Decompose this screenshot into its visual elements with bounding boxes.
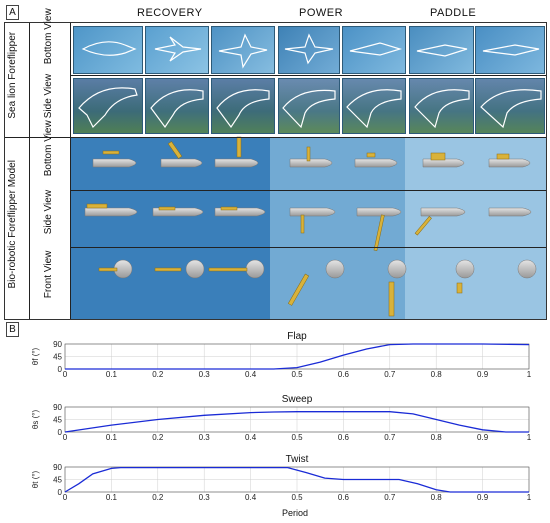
sealion-side-photo-6 bbox=[409, 78, 474, 134]
sealion-side-photo-5 bbox=[342, 78, 406, 134]
panel-a-label: A bbox=[6, 5, 19, 20]
column-title-paddle: PADDLE bbox=[430, 7, 477, 19]
y-tick-label: 90 bbox=[53, 403, 62, 412]
row-divider bbox=[70, 75, 546, 76]
sealion-side-photo-7 bbox=[475, 78, 545, 134]
robotic-models bbox=[84, 136, 537, 317]
x-tick-label: 0.1 bbox=[106, 370, 118, 379]
plot-frame bbox=[64, 406, 530, 433]
plot-frame bbox=[64, 466, 530, 493]
series-line bbox=[65, 343, 530, 370]
y-tick-label: 0 bbox=[58, 365, 63, 374]
column-divider bbox=[29, 23, 30, 319]
y-tick-label: 90 bbox=[53, 340, 62, 349]
x-tick-label: 0.5 bbox=[291, 370, 303, 379]
x-tick-label: 0.6 bbox=[338, 493, 350, 502]
chart-title: Sweep bbox=[282, 394, 313, 405]
y-tick-label: 45 bbox=[53, 476, 62, 485]
row-divider bbox=[70, 190, 546, 191]
column-title-recovery: RECOVERY bbox=[137, 7, 203, 19]
x-tick-label: 0.7 bbox=[384, 493, 396, 502]
x-tick-label: 1 bbox=[527, 493, 532, 502]
plot-frame bbox=[64, 343, 530, 370]
y-tick-label: 90 bbox=[53, 463, 62, 472]
x-tick-label: 0.9 bbox=[477, 493, 489, 502]
y-tick-label: 45 bbox=[53, 416, 62, 425]
x-tick-label: 1 bbox=[527, 433, 532, 442]
y-axis-label: θt (°) bbox=[31, 470, 40, 488]
chart-title: Flap bbox=[287, 331, 307, 342]
x-tick-label: 0.3 bbox=[199, 433, 211, 442]
x-tick-label: 0.3 bbox=[199, 493, 211, 502]
series-line bbox=[64, 466, 529, 493]
x-tick-label: 0 bbox=[63, 493, 68, 502]
x-tick-label: 0.2 bbox=[152, 370, 164, 379]
sealion-outlines bbox=[78, 33, 542, 129]
x-tick-label: 0.4 bbox=[245, 433, 257, 442]
x-tick-label: 0.4 bbox=[245, 493, 257, 502]
x-tick-label: 0.9 bbox=[477, 433, 489, 442]
x-tick-label: 0.5 bbox=[291, 493, 303, 502]
panel-b-label: B bbox=[6, 322, 19, 337]
x-tick-label: 1 bbox=[527, 370, 532, 379]
x-tick-label: 0.7 bbox=[384, 433, 396, 442]
x-tick-label: 0 bbox=[63, 370, 68, 379]
x-tick-label: 0 bbox=[63, 433, 68, 442]
y-tick-label: 0 bbox=[58, 488, 63, 497]
x-tick-label: 0.5 bbox=[291, 433, 303, 442]
sealion-side-photo-2 bbox=[145, 78, 209, 134]
figure-grid: Sea lion Foreflipper Bio-robotic Forefli… bbox=[4, 8, 547, 320]
series-line bbox=[64, 411, 529, 433]
x-tick-label: 0.9 bbox=[477, 370, 489, 379]
paddle-background bbox=[405, 137, 546, 319]
x-tick-label: 0.8 bbox=[431, 433, 443, 442]
x-tick-label: 0.6 bbox=[338, 370, 350, 379]
x-tick-label: 0.1 bbox=[106, 493, 118, 502]
row-divider bbox=[70, 247, 546, 248]
y-axis-label: θf (°) bbox=[31, 347, 40, 365]
y-tick-label: 0 bbox=[58, 428, 63, 437]
x-tick-label: 0.4 bbox=[245, 370, 257, 379]
x-tick-label: 0.3 bbox=[199, 370, 211, 379]
x-tick-label: 0.2 bbox=[152, 433, 164, 442]
x-axis-label: Period bbox=[282, 508, 309, 518]
x-tick-label: 0.8 bbox=[431, 493, 443, 502]
x-tick-label: 0.8 bbox=[431, 370, 443, 379]
y-axis-label: θs (°) bbox=[31, 410, 40, 430]
column-title-power: POWER bbox=[299, 7, 344, 19]
column-divider bbox=[70, 23, 71, 319]
recovery-background bbox=[70, 137, 270, 319]
x-tick-label: 0.1 bbox=[106, 433, 118, 442]
x-tick-label: 0.2 bbox=[152, 493, 164, 502]
x-tick-label: 0.7 bbox=[384, 370, 396, 379]
row-divider bbox=[5, 137, 546, 138]
sealion-side-photo-3 bbox=[211, 78, 275, 134]
power-background bbox=[270, 137, 405, 319]
y-tick-label: 45 bbox=[53, 353, 62, 362]
chart-title: Twist bbox=[286, 454, 309, 465]
x-tick-label: 0.6 bbox=[338, 433, 350, 442]
sealion-side-photo-4 bbox=[278, 78, 340, 134]
sealion-side-photo-1 bbox=[73, 78, 143, 134]
